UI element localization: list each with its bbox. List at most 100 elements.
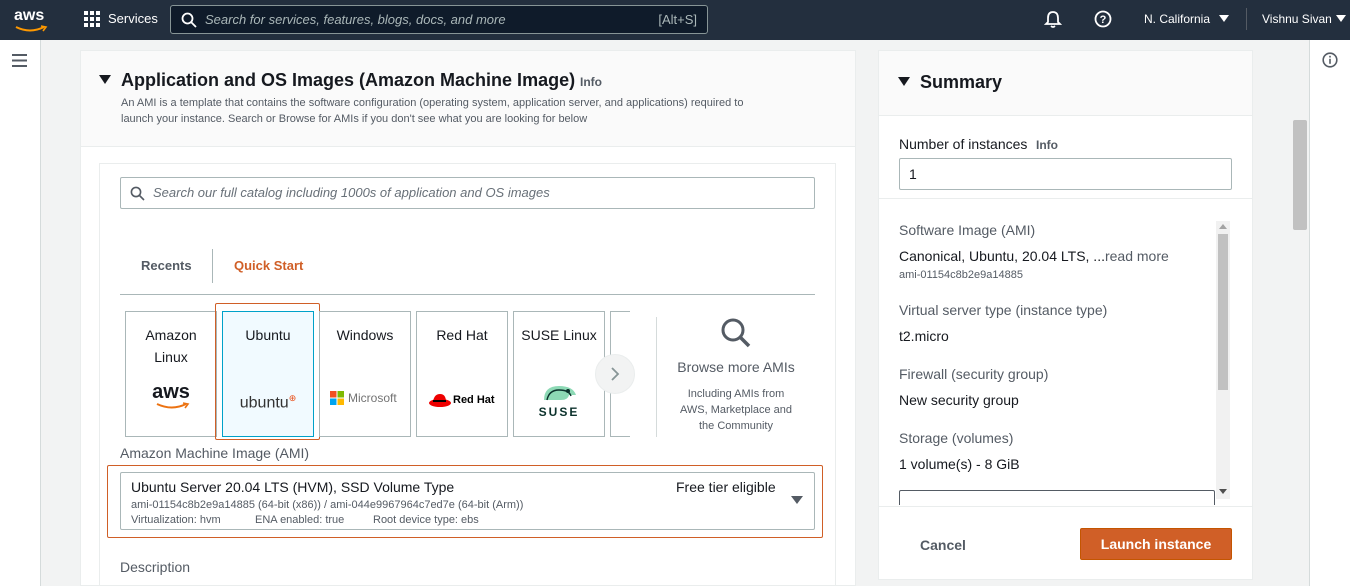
smile-arrow-icon	[156, 402, 190, 409]
instance-type-value: t2.micro	[899, 328, 949, 344]
ami-tile-red-hat[interactable]: Red Hat Red Hat	[416, 311, 508, 437]
summary-scrollbar-thumb[interactable]	[1218, 234, 1228, 390]
section-description: An AMI is a template that contains the s…	[121, 97, 744, 125]
collapse-caret-icon[interactable]	[898, 77, 910, 87]
microsoft-logo-text: Microsoft	[348, 391, 397, 405]
suse-chameleon-icon	[544, 386, 576, 401]
help-icon[interactable]: ?	[1094, 10, 1112, 28]
ami-virtualization: Virtualization: hvm	[131, 514, 221, 526]
region-selector[interactable]: N. California	[1144, 0, 1232, 38]
search-icon	[721, 318, 751, 348]
suse-logo-text: SUSE	[538, 405, 580, 419]
tab-recents[interactable]: Recents	[141, 258, 192, 273]
description-label: Description	[120, 559, 191, 575]
launch-instance-button[interactable]: Launch instance	[1080, 528, 1232, 560]
chevron-right-icon	[611, 367, 620, 381]
top-navigation-bar: aws Services Search for services, featur…	[0, 0, 1350, 40]
firewall-label: Firewall (security group)	[899, 366, 1049, 382]
software-image-value: Canonical, Ubuntu, 20.04 LTS, ...read mo…	[899, 248, 1169, 264]
tile-name: Red Hat	[436, 327, 488, 343]
summary-header	[879, 51, 1252, 116]
browse-more-description: Including AMIs from AWS, Marketplace and…	[679, 388, 793, 432]
ami-name: Ubuntu Server 20.04 LTS (HVM), SSD Volum…	[131, 479, 455, 495]
caret-down-icon	[791, 496, 803, 504]
red-hat-logo-text: Red Hat	[453, 394, 495, 406]
browse-more-title: Browse more AMIs	[677, 359, 795, 375]
catalog-search-placeholder: Search our full catalog including 1000s …	[153, 185, 550, 200]
tabs-baseline	[120, 294, 815, 295]
summary-divider	[879, 198, 1252, 199]
instances-info-link[interactable]: Info	[1036, 138, 1058, 152]
tiles-next-button[interactable]	[595, 354, 635, 394]
caret-down-icon	[1219, 15, 1229, 22]
user-name: Vishnu Sivan	[1262, 12, 1332, 26]
firewall-value: New security group	[899, 392, 1019, 408]
nav-divider	[1246, 8, 1247, 30]
section-info-link[interactable]: Info	[580, 75, 602, 89]
instances-label: Number of instances	[899, 136, 1028, 152]
user-menu[interactable]: Vishnu Sivan	[1262, 0, 1348, 38]
search-icon	[181, 12, 197, 28]
ami-tile-ubuntu[interactable]: Ubuntu ubuntu⊕	[222, 311, 314, 437]
summary-title: Summary	[920, 72, 1003, 92]
ami-field-label: Amazon Machine Image (AMI)	[120, 445, 310, 461]
tab-quick-start[interactable]: Quick Start	[234, 258, 304, 273]
caret-down-icon	[1336, 15, 1346, 22]
software-image-id: ami-01154c8b2e9a14885	[899, 269, 1023, 281]
storage-label: Storage (volumes)	[899, 430, 1014, 446]
svg-text:?: ?	[1100, 14, 1107, 26]
ami-tile-suse-linux[interactable]: SUSE Linux SUSE	[513, 311, 605, 437]
launch-instance-label: Launch instance	[1100, 536, 1212, 552]
bell-icon[interactable]	[1044, 10, 1062, 29]
smile-arrow-icon	[15, 25, 48, 32]
region-label: N. California	[1144, 12, 1211, 26]
read-more-link[interactable]: read more	[1104, 248, 1169, 264]
scroll-up-icon[interactable]	[1219, 224, 1227, 230]
cancel-button[interactable]: Cancel	[920, 537, 966, 553]
services-menu-button[interactable]: Services	[82, 0, 160, 38]
search-shortcut-hint: [Alt+S]	[658, 12, 697, 27]
browse-more-amis[interactable]: Browse more AMIs Including AMIs from AWS…	[668, 315, 804, 437]
grid-icon	[84, 11, 100, 27]
ami-select-dropdown[interactable]: Ubuntu Server 20.04 LTS (HVM), SSD Volum…	[120, 472, 815, 530]
ami-section-header	[81, 51, 855, 147]
summary-footer-divider	[879, 506, 1252, 507]
scroll-down-icon[interactable]	[1219, 489, 1227, 495]
tab-divider	[212, 249, 213, 283]
ami-ena: ENA enabled: true	[255, 514, 345, 526]
page-scrollbar-thumb[interactable]	[1293, 120, 1307, 230]
hamburger-menu-icon[interactable]	[12, 54, 27, 67]
summary-details-scroll-area: Software Image (AMI) Canonical, Ubuntu, …	[879, 199, 1231, 505]
global-search-placeholder: Search for services, features, blogs, do…	[205, 12, 506, 27]
microsoft-logo-icon	[330, 391, 344, 405]
ubuntu-logo: ubuntu⊕	[239, 393, 297, 412]
summary-panel	[878, 50, 1253, 580]
free-tier-badge: Free tier eligible	[676, 479, 776, 495]
red-hat-logo-icon	[429, 394, 451, 407]
global-search-input[interactable]: Search for services, features, blogs, do…	[170, 5, 708, 34]
catalog-search-input[interactable]: Search our full catalog including 1000s …	[120, 177, 815, 209]
tiles-separator	[656, 317, 657, 437]
ami-select-highlight	[107, 465, 823, 538]
left-navigation-rail	[0, 40, 41, 586]
tile-name: SUSE Linux	[521, 327, 597, 343]
info-icon[interactable]	[1322, 52, 1338, 68]
aws-logo: aws	[152, 381, 190, 403]
right-help-rail	[1309, 40, 1350, 586]
ami-tile-windows[interactable]: Windows Microsoft	[319, 311, 411, 437]
aws-logo[interactable]: aws	[14, 6, 50, 34]
instances-count-input[interactable]: 1	[899, 158, 1232, 190]
summary-scrollbar-track[interactable]	[1216, 221, 1230, 499]
ami-root-device: Root device type: ebs	[373, 514, 479, 526]
ami-ids: ami-01154c8b2e9a14885 (64-bit (x86)) / a…	[131, 499, 524, 511]
instances-count-value: 1	[909, 166, 917, 182]
tile-name: Windows	[336, 327, 394, 343]
services-label: Services	[108, 11, 158, 26]
section-title: Application and OS Images (Amazon Machin…	[121, 70, 576, 90]
search-icon	[130, 186, 145, 201]
storage-value: 1 volume(s) - 8 GiB	[899, 456, 1020, 472]
summary-next-box	[899, 490, 1215, 505]
collapse-caret-icon[interactable]	[99, 75, 111, 85]
